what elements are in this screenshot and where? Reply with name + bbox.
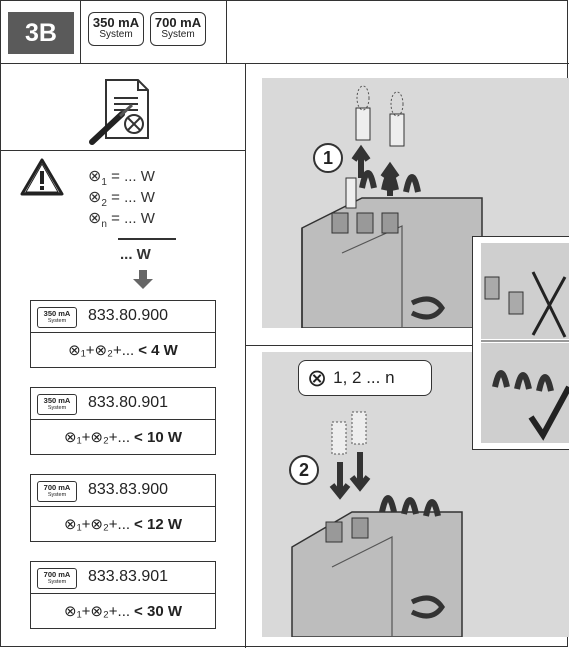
step-2-number: 2 [289, 455, 319, 485]
power-limit: ⊗₁+⊗₂+...< 10 W [31, 420, 215, 454]
power-line-2: ⊗2 = ... W [88, 187, 155, 209]
warning-icon [20, 158, 64, 196]
badge-700ma: 700 mA System [150, 12, 206, 46]
badge-350ma: 350 mA System [88, 12, 144, 46]
channel-callout: ⊗ 1, 2 ... n [298, 360, 432, 396]
inset-drawing [473, 237, 569, 449]
article-number: 833.83.901 [88, 568, 168, 586]
header-divider-2 [226, 0, 227, 64]
step-1-number: 1 [313, 143, 343, 173]
power-line-1: ⊗1 = ... W [88, 166, 155, 188]
article-number: 833.83.900 [88, 481, 168, 499]
article-number: 833.80.901 [88, 394, 168, 412]
section-tag: 3B [8, 12, 74, 54]
article-number: 833.80.900 [88, 307, 168, 325]
down-arrow-icon [132, 270, 154, 290]
power-total: ... W [120, 246, 151, 263]
row-divider-left [0, 150, 245, 151]
header: 3B 350 mA System 700 mA System [0, 0, 569, 64]
sum-line [118, 238, 176, 240]
document-screwdriver-icon [88, 76, 158, 146]
channel-symbol: ⊗ [307, 364, 327, 393]
header-divider [80, 0, 81, 64]
column-divider [245, 64, 246, 648]
correct-incorrect-inset [472, 236, 569, 450]
channel-label: 1, 2 ... n [333, 368, 394, 388]
power-limit: ⊗₁+⊗₂+...< 4 W [31, 333, 215, 367]
power-limit: ⊗₁+⊗₂+...< 30 W [31, 594, 215, 628]
power-limit: ⊗₁+⊗₂+...< 12 W [31, 507, 215, 541]
power-line-n: ⊗n = ... W [88, 208, 155, 230]
